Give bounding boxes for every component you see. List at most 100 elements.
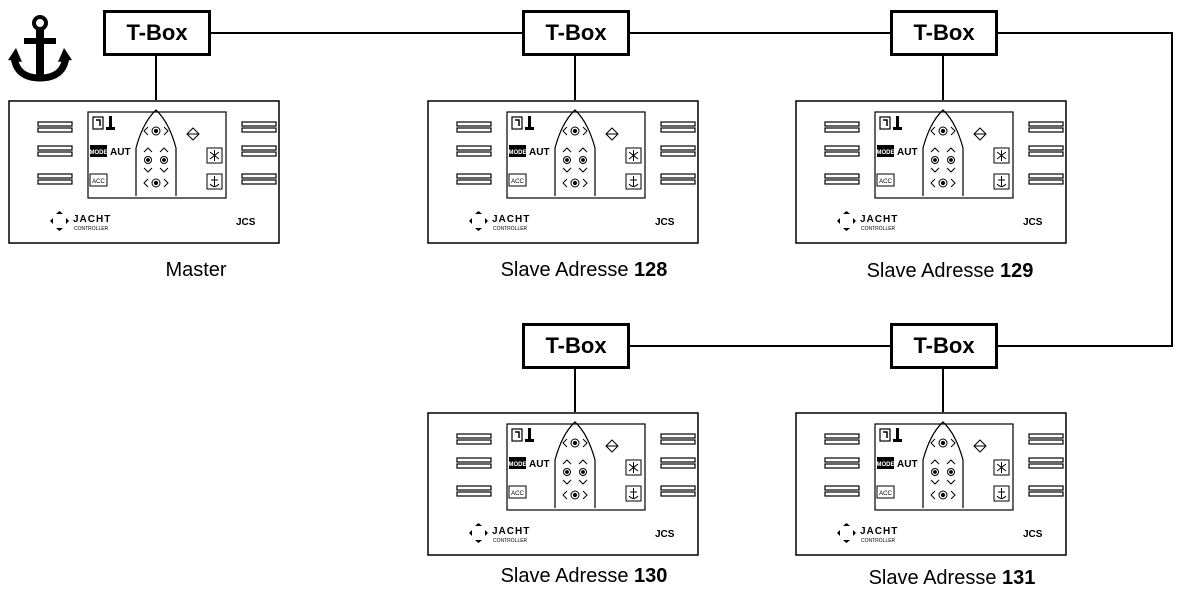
caption-master-text: Master — [165, 259, 227, 281]
panel-key — [660, 433, 696, 445]
thermometer-icon — [109, 116, 112, 127]
thruster-icons — [562, 126, 619, 188]
svg-text:ACC: ACC — [511, 179, 524, 185]
control-panel-130: MODE AUT ACC JACHT CONTROLLER JCS — [427, 412, 699, 556]
anchor-box — [206, 173, 223, 190]
panel-key — [37, 145, 73, 157]
svg-text:MODE: MODE — [509, 150, 527, 156]
jacht-logo-icon — [837, 523, 856, 543]
panel-display — [874, 423, 1014, 511]
fan-icon — [628, 462, 639, 473]
panel-key — [1028, 173, 1064, 185]
control-panel-master: MODE AUT ACC JACHT CONTROLLER JCS — [8, 100, 280, 244]
caption-address: 131 — [1002, 567, 1036, 589]
jacht-logo-icon — [50, 211, 69, 231]
fan-box — [625, 459, 642, 476]
panel-display — [506, 423, 646, 511]
svg-text:JCS: JCS — [1023, 529, 1043, 540]
panel-key — [241, 145, 277, 157]
svg-text:MODE: MODE — [877, 462, 895, 468]
caption-slave-129: Slave Adresse 129 — [820, 260, 1080, 283]
anchor-icon — [8, 15, 72, 82]
panel-key — [1028, 145, 1064, 157]
bus-line-t3-t5 — [997, 32, 1173, 347]
panel-key — [660, 173, 696, 185]
mode-badge — [90, 145, 107, 157]
panel-key — [660, 121, 696, 133]
caption-slave-131: Slave Adresse 131 — [822, 567, 1082, 590]
heading-icon — [511, 428, 523, 442]
panel-display — [874, 111, 1014, 199]
anchor-mini-icon — [996, 176, 1007, 187]
panel-key — [456, 457, 492, 469]
caption-prefix: Slave Adresse — [868, 567, 1003, 589]
fan-icon — [628, 150, 639, 161]
panel-display — [506, 111, 646, 199]
anchor-box — [625, 173, 642, 190]
panel-key — [824, 485, 860, 497]
svg-text:AUT: AUT — [529, 147, 550, 158]
caption-address: 130 — [634, 565, 668, 587]
svg-text:ACC: ACC — [879, 179, 892, 185]
anchor-mini-icon — [628, 488, 639, 499]
fan-box — [206, 147, 223, 164]
panel-key — [660, 145, 696, 157]
fan-box — [625, 147, 642, 164]
caption-slave-130: Slave Adresse 130 — [454, 565, 714, 588]
svg-text:CONTROLLER: CONTROLLER — [74, 226, 109, 232]
boat-outline-icon — [922, 109, 964, 196]
mode-badge — [877, 457, 894, 469]
boat-outline-icon — [922, 421, 964, 508]
tbox-2: T-Box — [522, 10, 630, 56]
jacht-logo-icon — [837, 211, 856, 231]
caption-prefix: Slave Adresse — [500, 259, 635, 281]
mode-badge — [877, 145, 894, 157]
thermometer-icon — [528, 428, 531, 439]
svg-text:CONTROLLER: CONTROLLER — [493, 538, 528, 544]
thermometer-icon — [528, 116, 531, 127]
tbox-1: T-Box — [103, 10, 211, 56]
thruster-icons — [562, 438, 619, 500]
svg-text:MODE: MODE — [90, 150, 108, 156]
fan-box — [993, 459, 1010, 476]
anchor-mini-icon — [628, 176, 639, 187]
tbox-3: T-Box — [890, 10, 998, 56]
heading-icon — [511, 116, 523, 130]
heading-icon — [92, 116, 104, 130]
svg-text:AUT: AUT — [110, 147, 131, 158]
anchor-mini-icon — [996, 488, 1007, 499]
svg-text:JACHT: JACHT — [73, 214, 111, 225]
anchor-box — [993, 485, 1010, 502]
thermometer-icon — [896, 116, 899, 127]
svg-text:JCS: JCS — [236, 217, 256, 228]
anchor-mini-icon — [209, 176, 220, 187]
panel-key — [1028, 457, 1064, 469]
svg-text:MODE: MODE — [509, 462, 527, 468]
panel-key — [456, 485, 492, 497]
svg-text:AUT: AUT — [897, 147, 918, 158]
acc-box — [508, 173, 527, 187]
svg-text:JCS: JCS — [655, 217, 675, 228]
panel-key — [824, 433, 860, 445]
panel-key — [824, 457, 860, 469]
panel-key — [241, 121, 277, 133]
caption-master: Master — [66, 259, 326, 282]
panel-key — [660, 457, 696, 469]
svg-text:JACHT: JACHT — [860, 526, 898, 537]
jacht-logo-icon — [469, 523, 488, 543]
panel-key — [1028, 121, 1064, 133]
svg-text:JACHT: JACHT — [860, 214, 898, 225]
svg-text:JACHT: JACHT — [492, 526, 530, 537]
panel-display — [87, 111, 227, 199]
panel-key — [37, 173, 73, 185]
panel-key — [824, 121, 860, 133]
panel-key — [456, 433, 492, 445]
thermometer-icon — [896, 428, 899, 439]
tbox-5: T-Box — [890, 323, 998, 369]
acc-box — [876, 173, 895, 187]
svg-text:MODE: MODE — [877, 150, 895, 156]
acc-box — [508, 485, 527, 499]
fan-box — [993, 147, 1010, 164]
